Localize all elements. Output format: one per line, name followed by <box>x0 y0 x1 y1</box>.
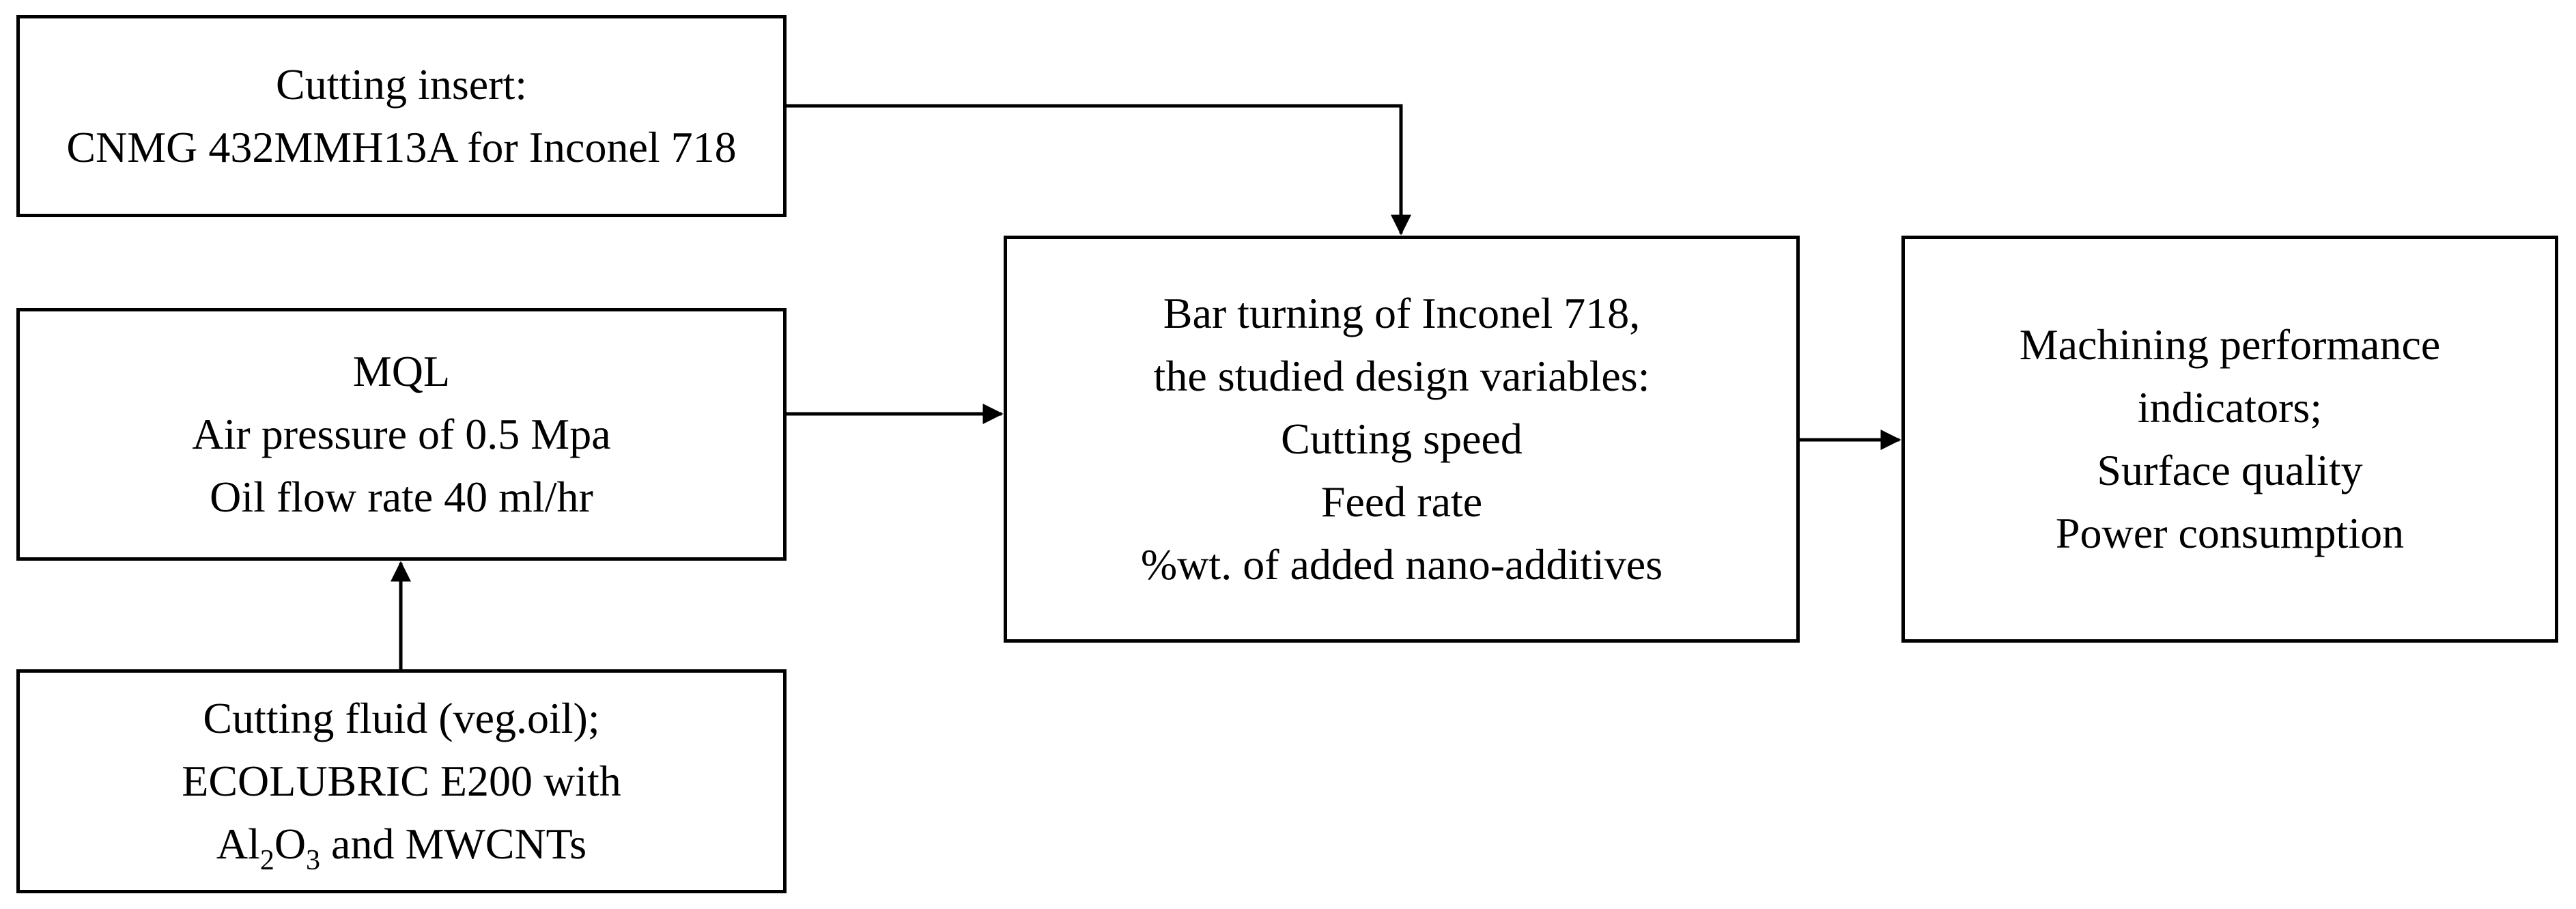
variable-nano-additives: %wt. of added nano-additives <box>1140 540 1663 589</box>
additives-rest: and MWCNTs <box>320 820 587 868</box>
mql-box: MQL Air pressure of 0.5 Mpa Oil flow rat… <box>16 308 787 561</box>
mql-oil-flow-rate: Oil flow rate 40 ml/hr <box>210 473 593 521</box>
performance-subtitle: indicators; <box>2137 383 2323 432</box>
cutting-fluid-product: ECOLUBRIC E200 with <box>182 757 621 805</box>
indicator-power-consumption: Power consumption <box>2055 509 2405 557</box>
cutting-fluid-box: Cutting fluid (veg.oil); ECOLUBRIC E200 … <box>16 669 787 893</box>
cutting-insert-spec: CNMG 432MMH13A for Inconel 718 <box>66 123 737 171</box>
arrow-insert-to-turning <box>787 104 1411 236</box>
bar-turning-title: Bar turning of Inconel 718, <box>1163 289 1641 337</box>
al-subscript: 2 <box>259 845 274 876</box>
mql-title: MQL <box>352 347 451 395</box>
cutting-fluid-title: Cutting fluid (veg.oil); <box>203 694 600 742</box>
cutting-insert-title: Cutting insert: <box>276 60 527 109</box>
o-subscript: 3 <box>306 845 321 876</box>
indicator-surface-quality: Surface quality <box>2097 446 2363 494</box>
cutting-insert-box: Cutting insert: CNMG 432MMH13A for Incon… <box>16 15 787 217</box>
performance-indicators-box: Machining performance indicators; Surfac… <box>1901 236 2558 643</box>
mql-air-pressure: Air pressure of 0.5 Mpa <box>192 410 611 458</box>
performance-title: Machining performance <box>2019 320 2441 369</box>
bar-turning-subtitle: the studied design variables: <box>1153 352 1650 400</box>
cutting-fluid-additives: Al2O3 and MWCNTs <box>216 813 586 876</box>
o-symbol: O <box>274 820 307 868</box>
bar-turning-box: Bar turning of Inconel 718, the studied … <box>1004 236 1800 643</box>
variable-feed-rate: Feed rate <box>1320 477 1483 526</box>
variable-cutting-speed: Cutting speed <box>1281 415 1523 463</box>
al-symbol: Al <box>216 820 260 868</box>
